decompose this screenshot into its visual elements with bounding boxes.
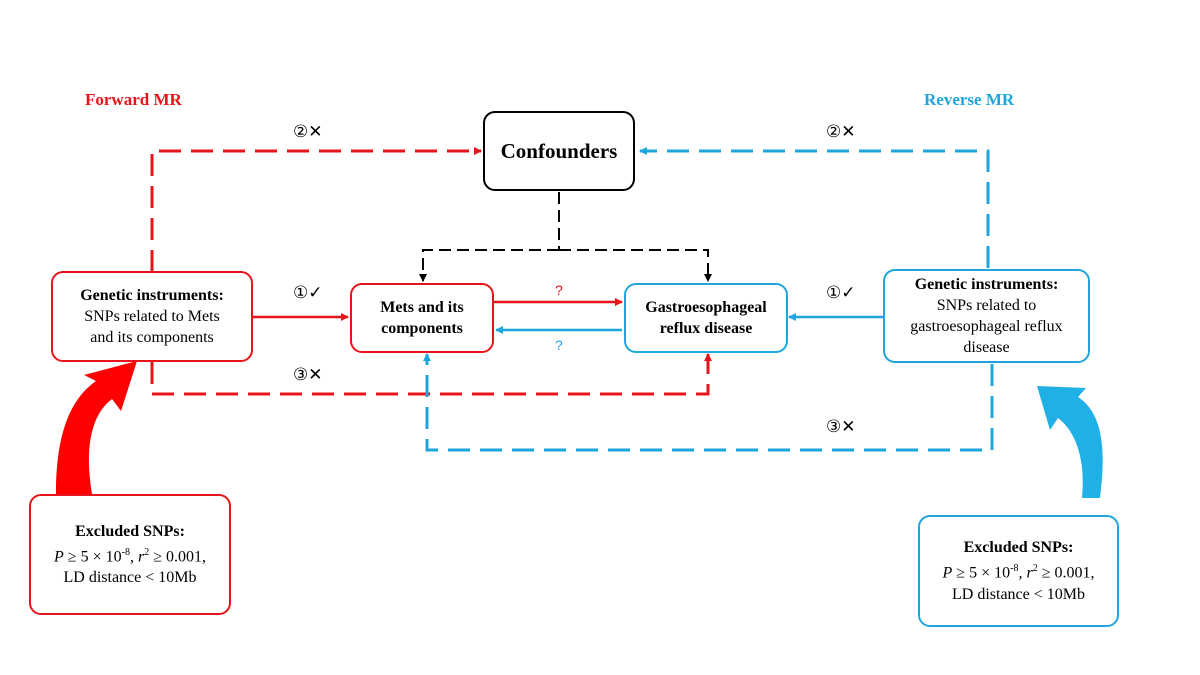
forward-exclusion-path (150, 353, 712, 396)
forward-assumption-3-mark: ③✕ (293, 365, 323, 385)
exposure-node: Mets and its components (350, 283, 494, 353)
forward-excluded-thresholds: P ≥ 5 × 10-8, r2 ≥ 0.001, (54, 546, 206, 566)
outcome-label-line2: reflux disease (659, 320, 753, 337)
forward-mr-title: Forward MR (85, 90, 182, 109)
reverse-excluded-snps-node: Excluded SNPs: P ≥ 5 × 10-8, r2 ≥ 0.001,… (918, 515, 1119, 627)
forward-instruments-line2: and its components (90, 329, 214, 346)
reverse-instruments-line1: SNPs related to (936, 297, 1037, 314)
forward-instruments-node: Genetic instruments: SNPs related to Met… (51, 271, 253, 362)
confounders-node: Confounders (483, 111, 635, 191)
exposure-label-line2: components (381, 320, 463, 337)
forward-excluded-ld: LD distance < 10Mb (63, 569, 197, 587)
confounder-to-outcome (559, 249, 712, 282)
reverse-exclusion-path (423, 353, 994, 452)
reverse-mr-title: Reverse MR (924, 90, 1015, 109)
reverse-assumption-1-mark: ①✓ (826, 283, 856, 303)
reverse-excluded-thresholds: P ≥ 5 × 10-8, r2 ≥ 0.001, (942, 563, 1095, 582)
forward-assumption-2-mark: ②✕ (293, 122, 323, 142)
reverse-instruments-line3: disease (963, 339, 1010, 356)
outcome-label-line1: Gastroesophageal (645, 299, 767, 316)
reverse-instruments-line2: gastroesophageal reflux (910, 318, 1063, 335)
reverse-big-curved-arrow (1037, 386, 1103, 498)
forward-excluded-heading: Excluded SNPs: (75, 522, 185, 540)
forward-causal-question-mark: ? (555, 282, 563, 298)
reverse-causal-question-mark: ? (555, 337, 563, 353)
confounders-label: Confounders (500, 138, 618, 163)
reverse-excluded-heading: Excluded SNPs: (963, 539, 1074, 557)
forward-big-curved-arrow (56, 361, 137, 494)
confounder-to-exposure (419, 249, 559, 282)
reverse-confounder-path (639, 147, 990, 268)
forward-instruments-heading: Genetic instruments: (80, 287, 224, 304)
exposure-label-line1: Mets and its (380, 299, 464, 316)
forward-excluded-snps-node: Excluded SNPs: P ≥ 5 × 10-8, r2 ≥ 0.001,… (29, 494, 231, 615)
reverse-assumption-3-mark: ③✕ (826, 417, 856, 437)
reverse-instruments-node: Genetic instruments: SNPs related to gas… (883, 269, 1090, 363)
outcome-node: Gastroesophageal reflux disease (624, 283, 788, 353)
forward-instruments-line1: SNPs related to Mets (84, 308, 220, 325)
reverse-excluded-ld: LD distance < 10Mb (952, 585, 1085, 603)
forward-confounder-path (150, 147, 482, 272)
forward-assumption-1-mark: ①✓ (293, 283, 323, 303)
reverse-assumption-2-mark: ②✕ (826, 122, 856, 142)
reverse-instruments-heading: Genetic instruments: (914, 276, 1059, 293)
